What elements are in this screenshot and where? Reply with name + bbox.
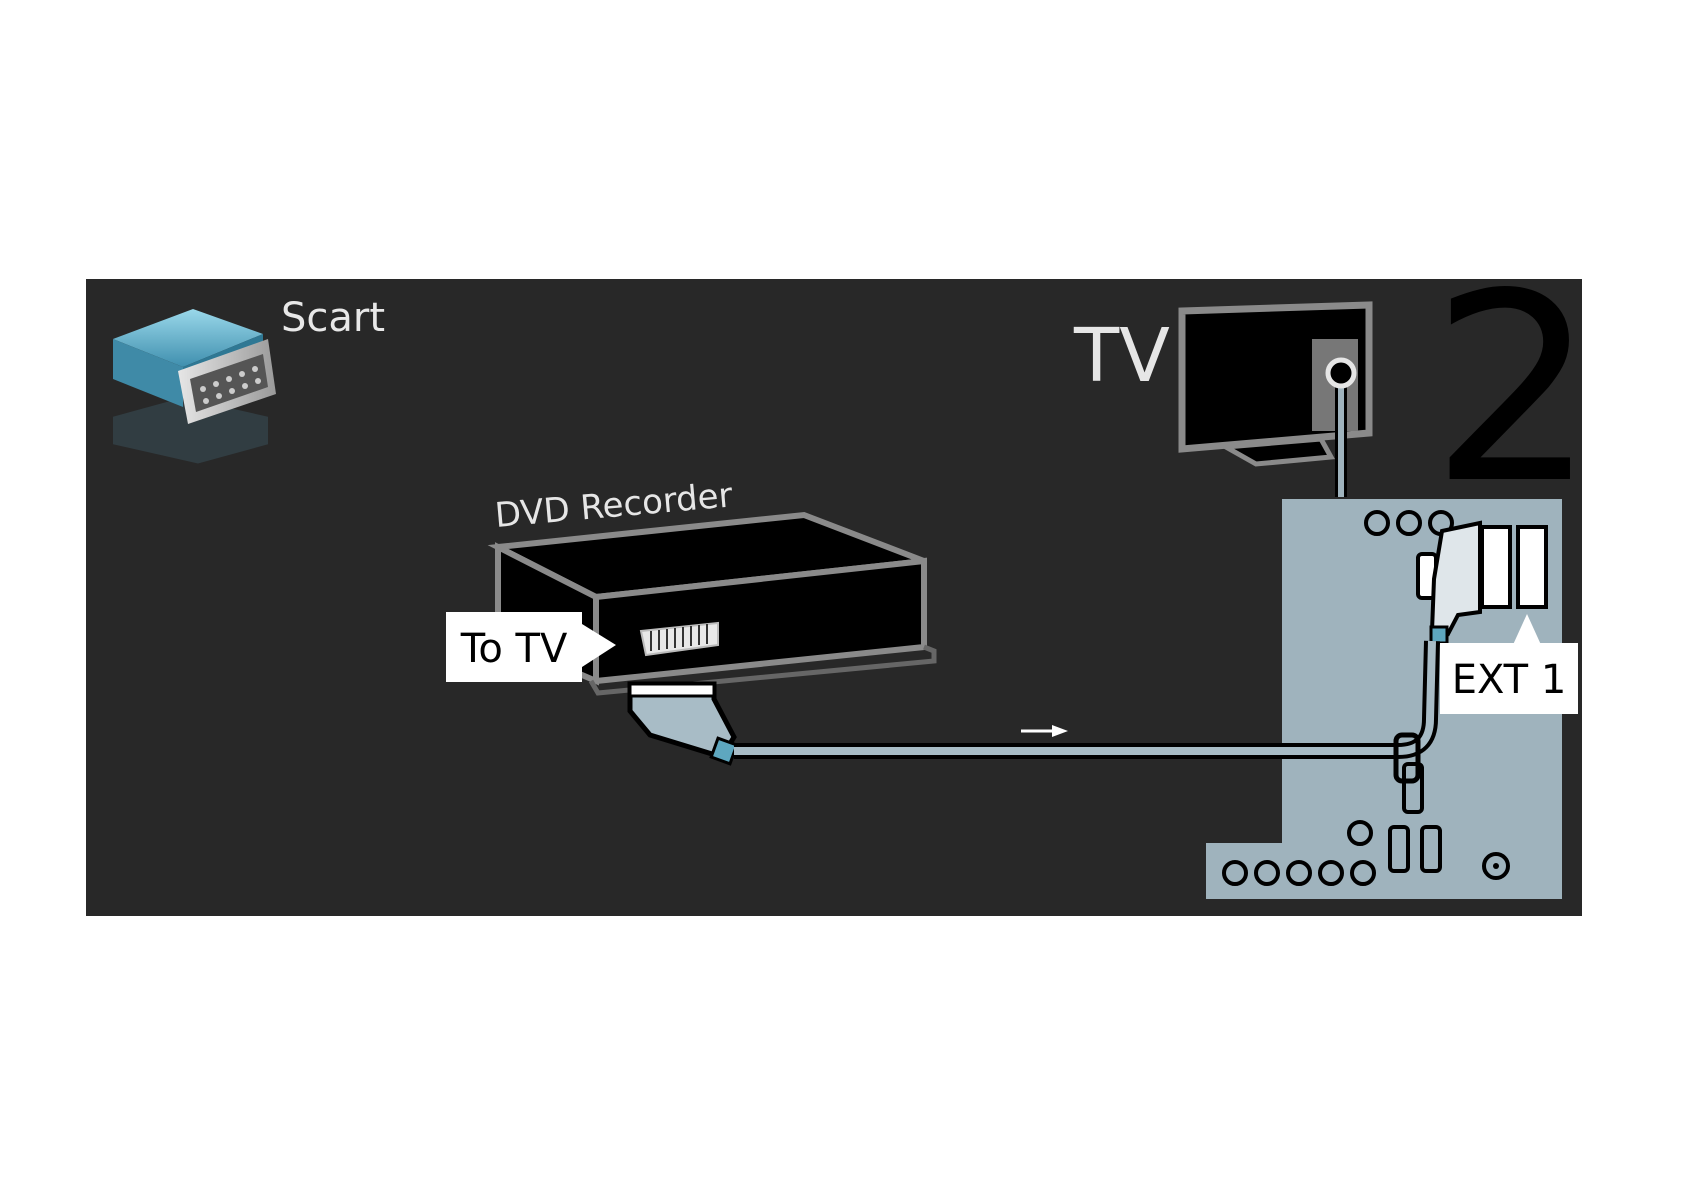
to-tv-label: To TV bbox=[460, 626, 568, 672]
diagram-title: Scart bbox=[281, 295, 385, 341]
connection-diagram: 2 Scart TV bbox=[86, 279, 1582, 916]
scart-plug-icon bbox=[113, 309, 276, 464]
arrow-right-icon bbox=[1021, 725, 1068, 737]
connection-diagram-panel: 2 Scart TV bbox=[86, 279, 1582, 916]
tv-icon bbox=[1182, 305, 1369, 497]
tv-label: TV bbox=[1073, 313, 1170, 399]
ext1-label: EXT 1 bbox=[1452, 657, 1567, 703]
